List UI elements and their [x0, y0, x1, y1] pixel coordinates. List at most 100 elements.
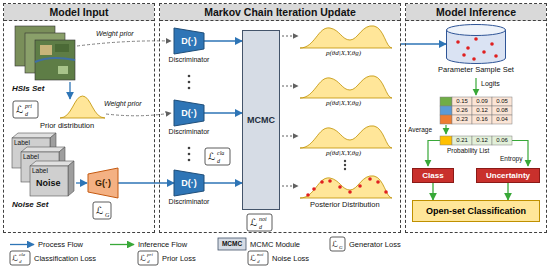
ellipsis-dots	[188, 87, 191, 90]
cube-label: Label	[23, 153, 39, 160]
loss-symbol: ℒ	[332, 239, 338, 249]
sampling-arrow	[282, 86, 298, 87]
block-caption: Discriminator	[169, 56, 210, 64]
sampling-arrow	[282, 186, 298, 187]
legend-text: Generator Loss	[349, 239, 401, 250]
loss-box	[93, 202, 111, 219]
weight-prior-arrow	[106, 113, 171, 116]
loss-symbol: ℒ	[16, 104, 23, 115]
table-cell: 0.04	[492, 116, 512, 123]
logit-table	[472, 97, 492, 106]
loss-symbol: ℒ	[140, 253, 146, 263]
inference-arrow	[512, 141, 528, 167]
sample-dot	[482, 50, 486, 54]
table-cell: 0.06	[492, 137, 512, 144]
loss-symbol: ℒ	[250, 217, 257, 228]
panel: Model InputG(·)	[3, 3, 155, 233]
distribution-formula: p(θd|X,Y,θg)	[326, 149, 361, 157]
discriminator-block: D(·)Discriminator	[160, 100, 218, 136]
loss-box	[13, 101, 38, 118]
output-box: Class	[412, 168, 454, 183]
hsi-images	[58, 66, 68, 74]
loss-symbol: cla	[19, 252, 25, 257]
flow-arrow	[204, 40, 242, 41]
sample-dots	[384, 190, 388, 194]
logit-table	[472, 115, 492, 124]
ellipsis-dots	[344, 164, 346, 166]
discriminator-shape	[174, 170, 204, 196]
table-cell: 0.12	[472, 107, 492, 114]
ellipsis-dots	[344, 160, 346, 162]
cube-label: Label	[14, 139, 30, 146]
cube-label: Noise	[36, 178, 61, 188]
loss-symbol: pri	[25, 103, 32, 109]
logit-table	[452, 106, 472, 115]
annotation: Logits	[481, 80, 500, 88]
node-label: Open-set Classification	[426, 206, 526, 216]
distribution-formula: p(θd|X,Y,θg)	[326, 99, 361, 107]
loss-symbol: ℒ	[250, 253, 256, 263]
parameter-store: Parameter Sample Set	[432, 24, 520, 75]
hsi-images	[55, 44, 69, 52]
posterior-curve	[300, 76, 392, 98]
legend-sample	[218, 238, 246, 250]
inference-arrow	[475, 78, 476, 95]
node-label: G(·)	[95, 178, 111, 188]
sample-dot	[490, 42, 494, 46]
posterior-curve	[300, 26, 392, 48]
sample-dots	[338, 185, 342, 189]
table-cell: 0.05	[492, 98, 512, 105]
set-name: Noise Set	[12, 200, 48, 209]
distribution-name: Posterior Distribution	[310, 200, 380, 209]
node-label: Uncertainty	[486, 171, 530, 180]
legend-sample	[10, 237, 345, 265]
legend-text: Classification Loss	[34, 253, 96, 264]
noise-cubes	[68, 161, 74, 196]
loss-symbol: ℒ	[96, 205, 103, 216]
sampling-arrow	[282, 36, 298, 186]
prior-curve	[60, 96, 105, 118]
output-box: Uncertainty	[476, 168, 540, 183]
flow-arrow	[204, 182, 242, 183]
ellipsis-dots	[188, 147, 191, 150]
legend-text: Process Flow	[38, 239, 83, 250]
legend-sample	[248, 251, 268, 265]
annotation: Weight prior	[96, 30, 134, 38]
flow-arrow	[118, 182, 174, 183]
result-box: Open-set Classification	[412, 200, 540, 222]
panel-title: Model Input	[4, 4, 154, 21]
table-cell: 0.08	[492, 107, 512, 114]
ellipsis-dots	[188, 153, 191, 156]
block-caption: Discriminator	[169, 198, 210, 206]
sampling-arrow	[282, 36, 298, 37]
posterior-curve	[300, 176, 392, 198]
legend-text: Noise Loss	[272, 253, 309, 264]
node-label: Class	[422, 171, 443, 180]
panel-title: Markov Chain Iteration Update	[160, 4, 400, 21]
legend-sample	[10, 244, 34, 245]
probability-table	[440, 136, 512, 145]
sample-dots	[376, 180, 380, 184]
logit-table	[440, 106, 452, 115]
panel: Markov Chain Iteration UpdateD(·)Discrim…	[159, 3, 401, 233]
loss-symbol: d	[25, 111, 28, 117]
process-arrow	[69, 82, 70, 99]
table-cell: 0.21	[452, 137, 472, 144]
sample-dot	[462, 53, 466, 57]
weight-prior-arrow	[77, 41, 171, 46]
hsi-images	[35, 40, 75, 80]
process-arrow	[76, 182, 87, 183]
sample-dot	[472, 57, 476, 61]
logit-table	[492, 115, 512, 124]
ellipsis-dots	[188, 159, 191, 162]
generator-shape	[88, 168, 118, 198]
logit-table	[440, 115, 452, 124]
loss-box	[205, 148, 230, 165]
legend-text: MCMC Module	[250, 239, 300, 250]
loss-symbol: d	[147, 259, 150, 264]
loss-symbol: d	[217, 158, 220, 164]
flow-arrow	[204, 112, 242, 113]
sample-dots	[358, 184, 362, 188]
loss-symbol: noi	[259, 216, 267, 222]
